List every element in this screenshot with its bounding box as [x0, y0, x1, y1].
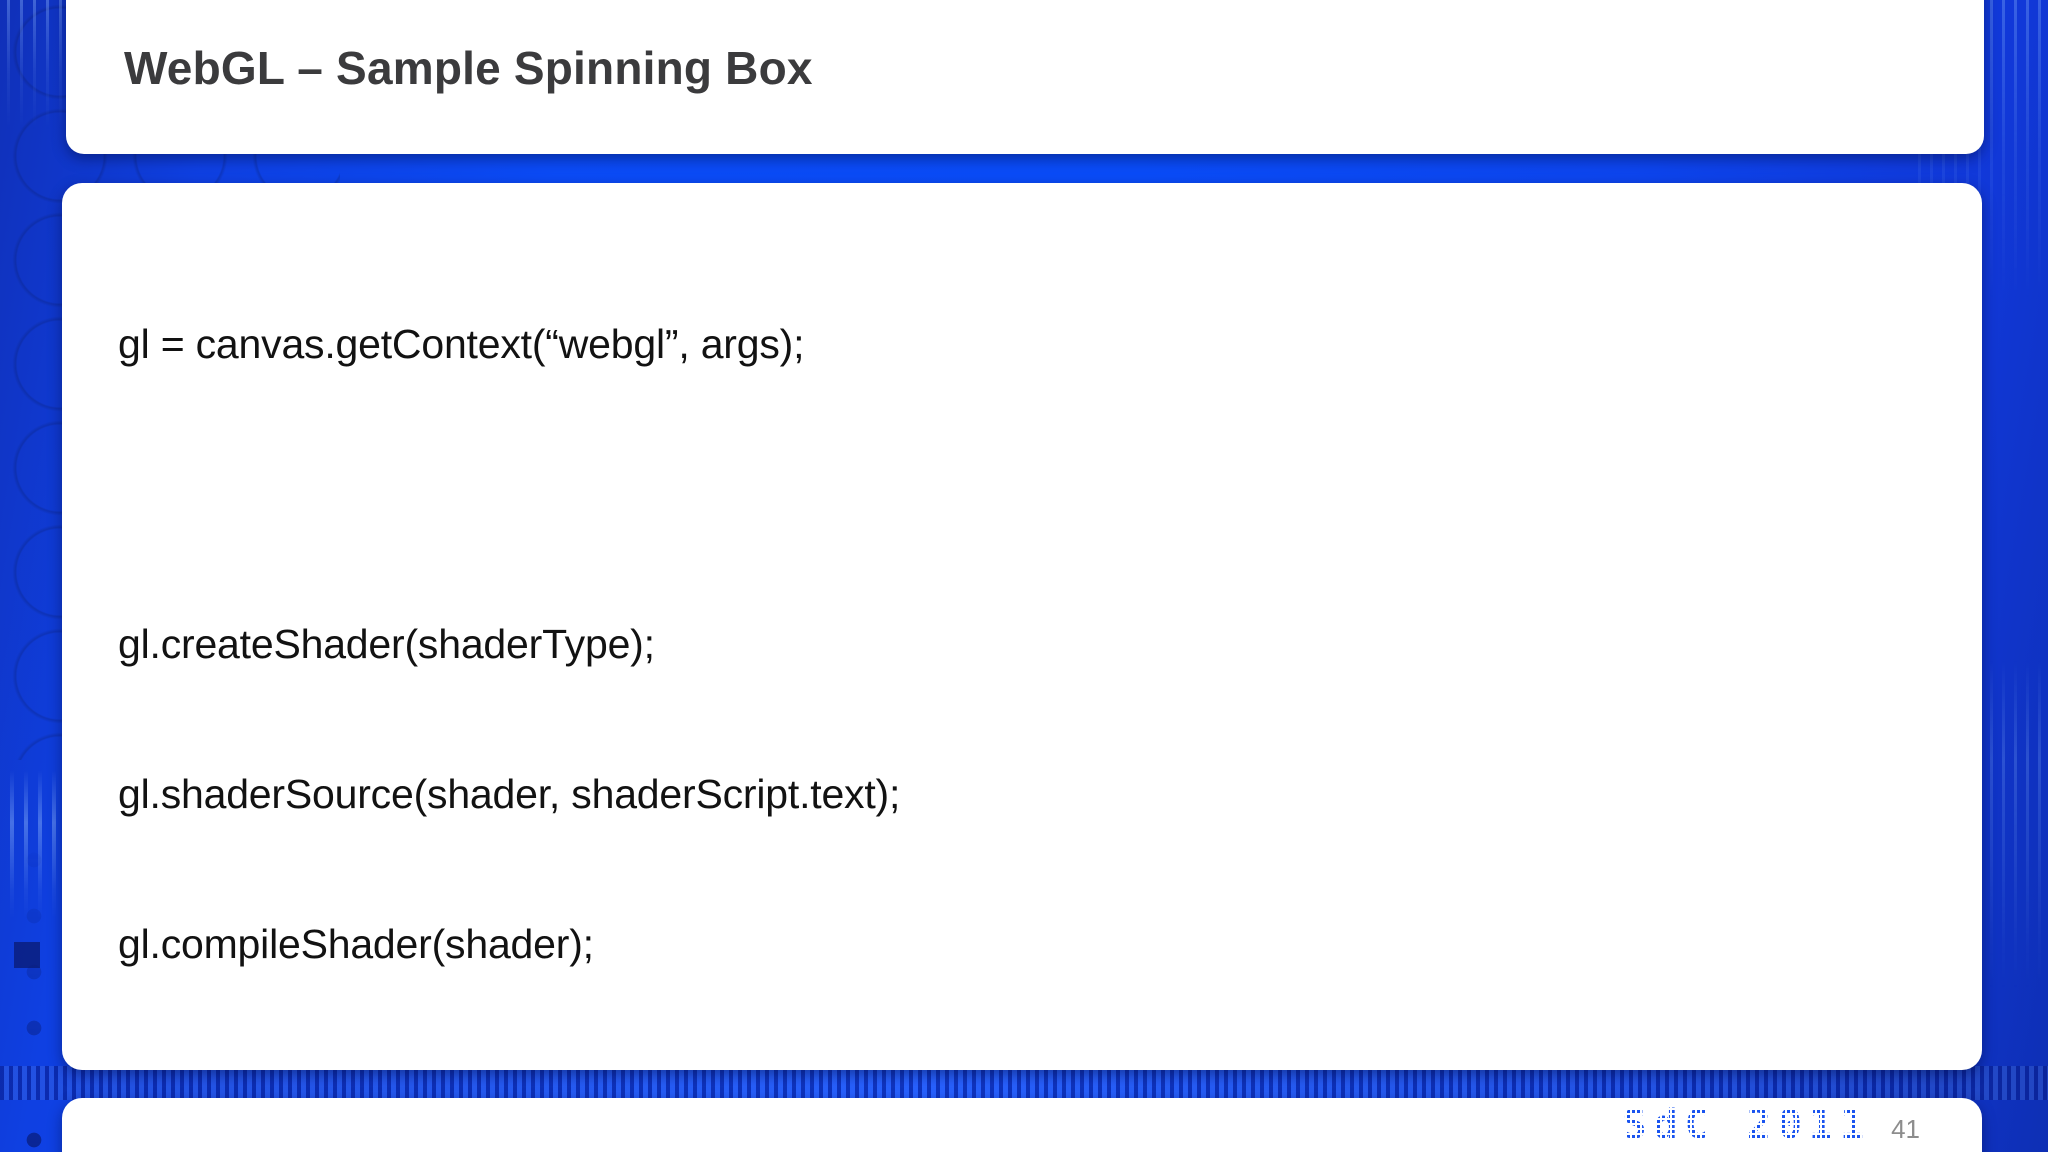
code-line: gl.createShader(shaderType);	[118, 621, 655, 668]
slide-title: WebGL – Sample Spinning Box	[124, 42, 813, 94]
code-line: gl.shaderSource(shader, shaderScript.tex…	[118, 771, 901, 818]
code-line: gl = canvas.getContext(“webgl”, args);	[118, 321, 805, 368]
title-card: WebGL – Sample Spinning Box	[66, 0, 1984, 154]
content-card: gl = canvas.getContext(“webgl”, args); g…	[62, 183, 1982, 1070]
code-listing: gl = canvas.getContext(“webgl”, args); g…	[118, 219, 1962, 1152]
footer-right-group: SdC 2011 41	[1622, 1102, 1920, 1148]
code-line	[118, 469, 1962, 519]
sdc-2011-logo: SdC 2011	[1622, 1102, 1872, 1148]
footer-card: SdC 2011 41	[62, 1098, 1982, 1152]
page-number: 41	[1891, 1114, 1920, 1144]
footer-divider-band	[0, 1066, 2048, 1100]
code-line: gl.compileShader(shader);	[118, 921, 594, 968]
